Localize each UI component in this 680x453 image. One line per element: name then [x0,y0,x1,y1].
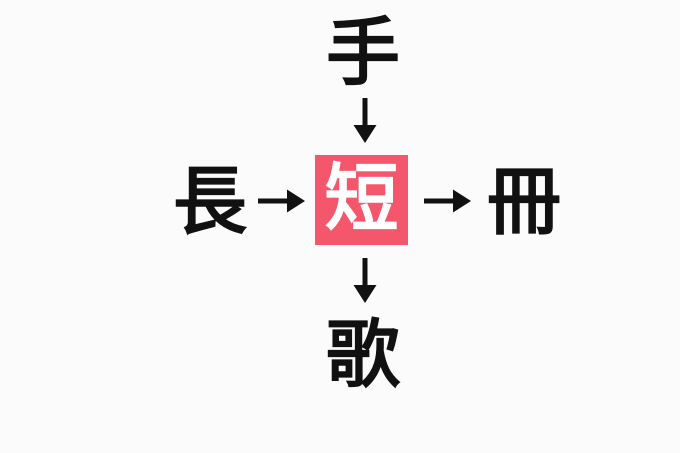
kanji-node-right: 冊 [482,161,566,243]
kanji-label-top: 手 [326,10,400,96]
kanji-label-bottom: 歌 [326,312,400,398]
arrow-down-top-icon [345,98,385,144]
kanji-label-right: 冊 [487,159,561,245]
arrow-right-left-icon [258,182,306,220]
kanji-label-left: 長 [173,159,247,245]
kanji-label-center: 短 [324,156,399,242]
kanji-node-bottom: 歌 [322,314,404,396]
arrow-right-right-icon [424,182,472,220]
kanji-node-center-highlighted: 短 [315,155,408,245]
arrow-down-bottom-icon [345,258,385,304]
kanji-node-left: 長 [168,161,252,243]
kanji-node-top: 手 [322,12,404,94]
